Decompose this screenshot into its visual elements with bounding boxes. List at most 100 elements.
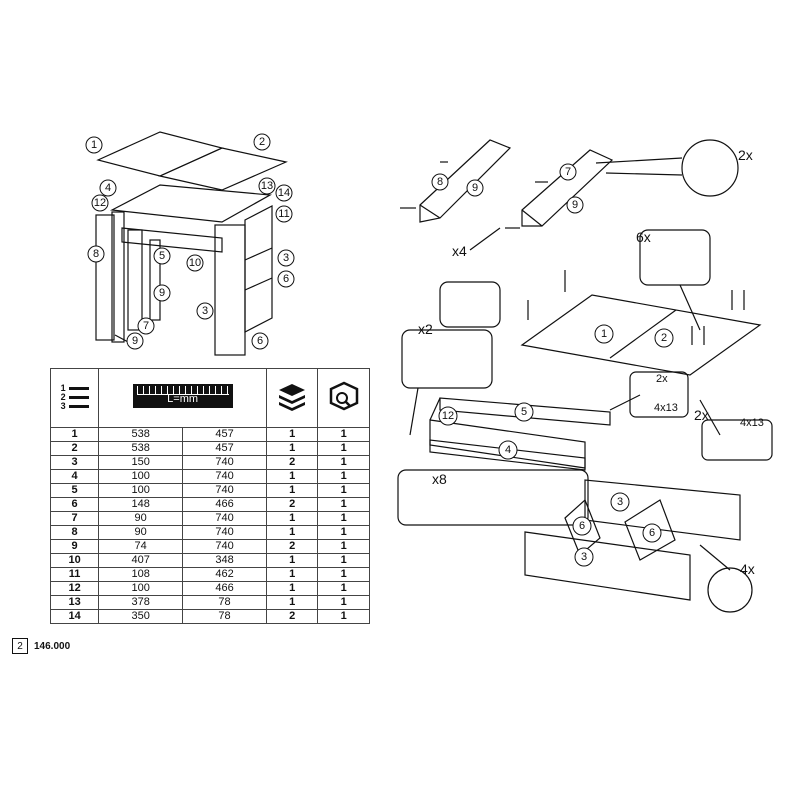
table-cell-a: 100 (98, 469, 184, 484)
table-cell-c: 2 (265, 455, 319, 470)
dim-label: 4x13 (740, 417, 764, 429)
qty-label: 6x (636, 229, 651, 245)
cabinet-back-3b (524, 531, 691, 601)
qty-label: x8 (432, 471, 447, 487)
table-cell-d: 1 (317, 553, 370, 568)
front-leg-7 (127, 229, 143, 331)
table-cell-b: 740 (182, 455, 267, 470)
table-cell-a: 150 (98, 455, 184, 470)
side-panel-8 (95, 214, 115, 341)
table-cell-d: 1 (317, 441, 370, 456)
table-cell-a: 538 (98, 427, 184, 442)
layers-icon (279, 384, 306, 411)
panel-9 (149, 239, 161, 321)
right-label: 7 (565, 166, 571, 178)
table-cell-n: 6 (49, 497, 100, 512)
cabinet-shelf-6b (624, 499, 676, 561)
side-panel-left (111, 211, 125, 343)
desk-top-frame (109, 184, 272, 223)
right-label: 8 (437, 176, 443, 188)
top-panel-2 (158, 147, 288, 191)
table-cell-d: 1 (317, 581, 370, 596)
table-cell-d: 1 (317, 483, 370, 498)
table-cell-n: 1 (49, 427, 100, 442)
right-label: 12 (442, 410, 454, 422)
table-cell-c: 1 (265, 581, 319, 596)
table-cell-a: 378 (98, 595, 184, 610)
right-label: 9 (472, 182, 478, 194)
right-label: 4 (505, 444, 511, 456)
table-cell-d: 1 (317, 525, 370, 540)
table-cell-a: 350 (98, 609, 184, 624)
qty-label: 4x (740, 561, 755, 577)
left-label: 6 (257, 335, 263, 347)
table-cell-c: 1 (265, 469, 319, 484)
right-leg-3 (214, 224, 246, 356)
table-cell-c: 2 (265, 497, 319, 512)
left-label: 6 (283, 273, 289, 285)
table-cell-b: 457 (182, 427, 267, 442)
numbered-list-icon: 1 2 3 (61, 383, 89, 411)
table-cell-b: 348 (182, 553, 267, 568)
cabinet-shelf-6a (564, 498, 601, 556)
table-header-row: 1 2 3 L=mm (49, 368, 370, 428)
table-cell-a: 108 (98, 567, 184, 582)
table-cell-d: 1 (317, 567, 370, 582)
qty-label: 2x (656, 373, 668, 385)
table-cell-d: 1 (317, 511, 370, 526)
qty-label: 2x (694, 407, 709, 423)
drawer-rail-4 (429, 439, 586, 471)
left-label: 10 (189, 257, 201, 269)
right-label: 6 (649, 527, 655, 539)
left-label: 3 (283, 252, 289, 264)
page-number: 2 (12, 638, 28, 654)
table-cell-b: 740 (182, 539, 267, 554)
table-cell-c: 1 (265, 567, 319, 582)
table-cell-n: 14 (49, 609, 100, 624)
left-label: 3 (202, 305, 208, 317)
left-label: 14 (278, 187, 290, 199)
table-cell-b: 466 (182, 581, 267, 596)
table-cell-n: 9 (49, 539, 100, 554)
page-footer: 2 146.000 (12, 638, 70, 654)
table-cell-n: 2 (49, 441, 100, 456)
table-cell-a: 100 (98, 483, 184, 498)
right-label: 6 (579, 520, 585, 532)
table-cell-b: 740 (182, 483, 267, 498)
right-label: 3 (581, 551, 587, 563)
package-search-icon (329, 381, 358, 411)
left-label: 1 (91, 139, 97, 151)
table-cell-n: 8 (49, 525, 100, 540)
table-cell-n: 7 (49, 511, 100, 526)
table-cell-n: 12 (49, 581, 100, 596)
table-cell-d: 1 (317, 595, 370, 610)
right-label: 3 (617, 496, 623, 508)
table-cell-a: 148 (98, 497, 184, 512)
table-cell-c: 2 (265, 539, 319, 554)
table-cell-b: 740 (182, 469, 267, 484)
left-label: 2 (259, 136, 265, 148)
table-cell-b: 466 (182, 497, 267, 512)
left-label: 11 (278, 208, 289, 220)
table-cell-n: 10 (49, 553, 100, 568)
table-cell-b: 740 (182, 525, 267, 540)
table-cell-a: 90 (98, 525, 184, 540)
table-cell-c: 1 (265, 441, 319, 456)
table-cell-n: 4 (49, 469, 100, 484)
table-cell-n: 5 (49, 483, 100, 498)
table-cell-d: 1 (317, 497, 370, 512)
table-cell-n: 13 (49, 595, 100, 610)
table-cell-a: 538 (98, 441, 184, 456)
left-label: 9 (159, 287, 165, 299)
